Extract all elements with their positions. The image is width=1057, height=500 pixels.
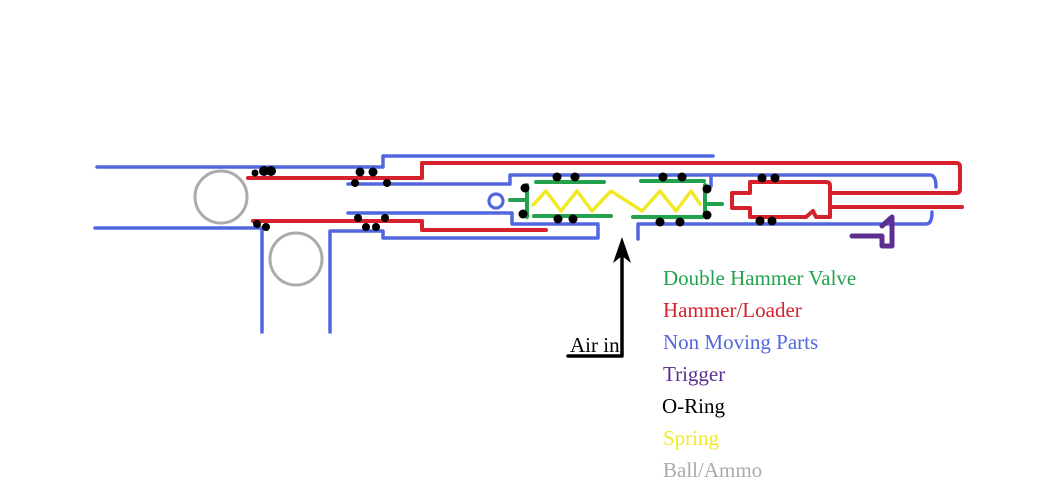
o-ring-dot xyxy=(553,214,563,224)
legend-item-spring: Spring xyxy=(663,426,720,450)
o-ring-dot xyxy=(355,167,365,177)
o-ring-dot xyxy=(251,169,259,177)
o-ring-dot xyxy=(658,172,668,182)
o-ring-dot xyxy=(351,179,359,187)
o-ring-dot xyxy=(568,214,578,224)
hammer-upper-path xyxy=(246,161,962,195)
o-ring-dot xyxy=(552,172,562,182)
o-ring-dot xyxy=(262,223,270,231)
legend-item-o-ring: O-Ring xyxy=(662,394,726,418)
ball-in-feed-tube xyxy=(268,231,324,287)
barrel-bottom-line xyxy=(93,226,264,334)
o-ring-dot xyxy=(381,214,389,222)
legend-item-non-moving-parts: Non Moving Parts xyxy=(663,330,818,354)
o-ring-dot xyxy=(354,214,362,222)
o-ring-dot xyxy=(755,216,765,226)
ball-ammo-group xyxy=(193,169,324,287)
o-ring-dot xyxy=(383,179,391,187)
double-hammer-valve-group xyxy=(508,179,724,219)
trigger-path xyxy=(849,214,895,249)
non-moving-parts-group xyxy=(93,154,938,334)
o-ring-dot xyxy=(253,220,261,228)
o-rings-group xyxy=(251,166,780,231)
body-lower-right-line xyxy=(636,210,934,241)
o-ring-dot xyxy=(757,173,767,183)
o-ring-dot xyxy=(259,166,269,176)
feed-tube-and-air-channel-line xyxy=(328,211,600,334)
legend-item-trigger: Trigger xyxy=(663,362,725,386)
air-in-label: Air in xyxy=(570,333,620,357)
body-upper-line xyxy=(346,173,938,189)
o-ring-dot xyxy=(368,167,378,177)
spring-path xyxy=(531,189,702,213)
valve-top-rail xyxy=(534,179,706,184)
o-ring-dot xyxy=(570,172,580,182)
hammer-lower-path xyxy=(251,219,548,232)
air-arrow: Air in xyxy=(566,237,631,358)
o-ring-dot xyxy=(770,173,780,183)
air-arrow-shaft xyxy=(566,245,624,358)
legend-item-double-hammer-valve: Double Hammer Valve xyxy=(663,266,856,290)
o-ring-dot xyxy=(702,210,712,220)
hammer-loader-group xyxy=(246,161,964,232)
o-ring-dot xyxy=(767,216,777,226)
air-arrow-head xyxy=(613,237,631,263)
o-ring-dot xyxy=(702,184,712,194)
ball-in-breech xyxy=(193,169,249,225)
o-ring-dot xyxy=(362,223,370,231)
hammer-body xyxy=(730,180,832,219)
o-ring-dot xyxy=(677,172,687,182)
legend-item-ball-ammo: Ball/Ammo xyxy=(663,458,762,482)
o-ring-dot xyxy=(266,166,276,176)
legend-item-hammer-loader: Hammer/Loader xyxy=(663,298,802,322)
o-ring-dot xyxy=(520,183,530,193)
o-ring-dot xyxy=(372,223,380,231)
barrel-top-line xyxy=(95,154,715,169)
valve-o-ring-port-circle xyxy=(487,192,505,210)
o-ring-dot xyxy=(518,209,528,219)
o-ring-dot xyxy=(675,217,685,227)
legend: Double Hammer Valve Hammer/Loader Non Mo… xyxy=(662,266,856,482)
o-ring-dot xyxy=(655,217,665,227)
